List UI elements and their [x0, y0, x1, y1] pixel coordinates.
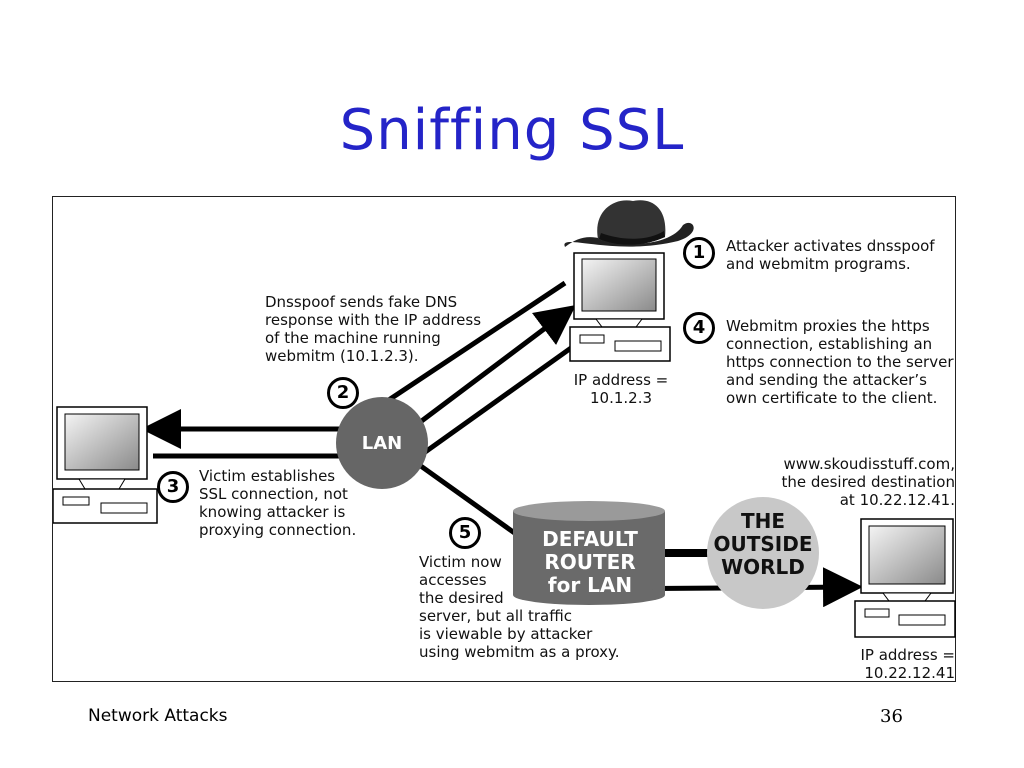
slide-title: Sniffing SSL — [339, 98, 685, 163]
victim-computer-icon — [53, 406, 158, 524]
lan-label: LAN — [361, 433, 403, 454]
server-computer-icon — [854, 518, 956, 638]
outside-world-circle — [707, 497, 819, 609]
step-1-badge: 1 — [683, 237, 715, 269]
outside-world-label: THE OUTSIDE WORLD — [713, 509, 813, 579]
webmitm-proxy-line — [419, 340, 580, 458]
footer-section-title: Network Attacks — [88, 706, 228, 726]
step-2-text: Dnsspoof sends fake DNS response with th… — [265, 293, 482, 365]
page-number: 36 — [880, 706, 903, 727]
step-1-text: Attacker activates dnsspoof and webmitm … — [726, 237, 935, 273]
cowboy-hat-icon — [564, 200, 694, 247]
diagram-canvas — [53, 200, 956, 638]
step-3-text: Victim establishes SSL connection, not k… — [199, 467, 357, 539]
step-4-badge: 4 — [683, 312, 715, 344]
step-5-text: Victim now accesses the desired server, … — [419, 553, 620, 661]
lan-hub — [336, 397, 428, 489]
step-5-badge: 5 — [449, 517, 481, 549]
step-3-badge: 3 — [157, 471, 189, 503]
server-ip-label: IP address = 10.22.12.41 — [860, 646, 955, 682]
router-cylinder — [513, 501, 665, 605]
router-label: DEFAULT ROUTER for LAN — [542, 527, 638, 597]
step-2-badge: 2 — [327, 377, 359, 409]
attacker-ip-label: IP address = 10.1.2.3 — [573, 371, 669, 407]
step-4-text: Webmitm proxies the https connection, es… — [726, 317, 954, 407]
attacker-computer-icon — [569, 252, 671, 362]
diagram-figure: LAN DEFAULT ROUTER for LAN THE OUTSIDE W… — [52, 196, 956, 682]
server-caption: www.skoudisstuff.com, the desired destin… — [781, 455, 955, 509]
